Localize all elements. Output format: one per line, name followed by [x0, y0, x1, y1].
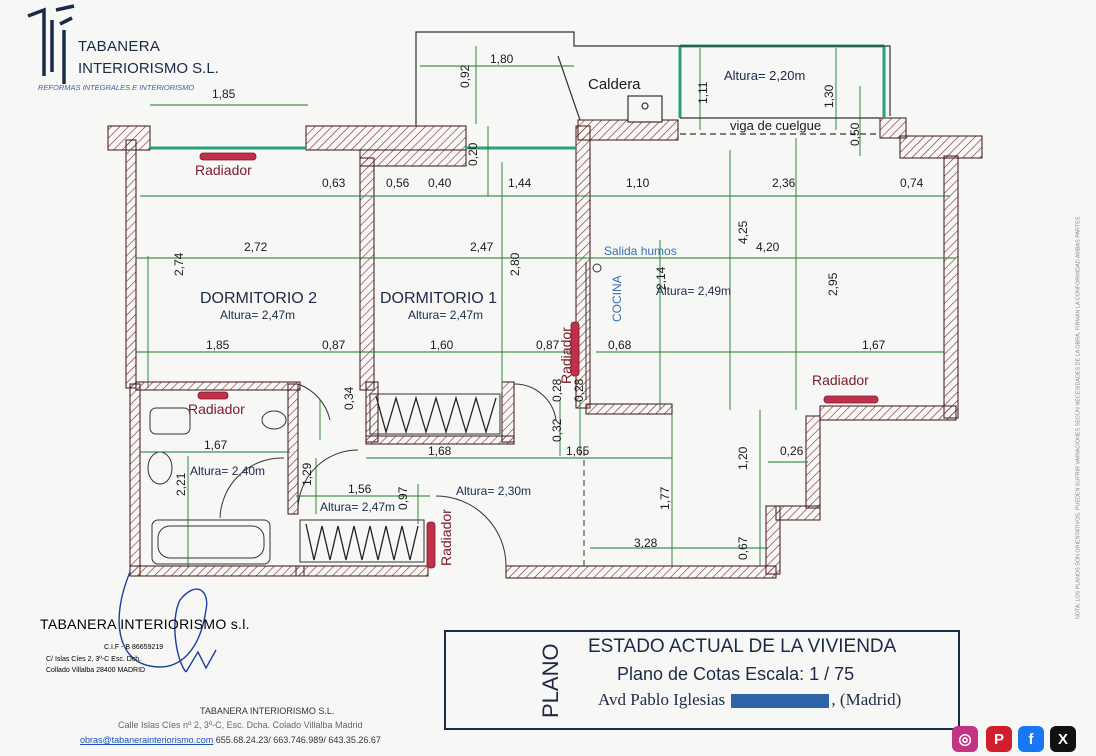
dimension-label: 0,34 — [342, 386, 356, 410]
dimension-label: 0,32 — [550, 418, 564, 442]
label-caldera: Caldera — [588, 76, 641, 93]
dimension-label: 0,97 — [396, 486, 410, 510]
dimension-label: 0,63 — [322, 176, 346, 190]
dimension-label: 0,50 — [848, 122, 862, 146]
dimension-label: 1,65 — [566, 444, 590, 458]
wardrobes — [305, 395, 497, 561]
stamp-address1: C/ Islas Cíes 2, 3º-C Esc. Dch. — [46, 656, 142, 663]
dimension-label: 1,67 — [204, 438, 228, 452]
dimension-label: 4,25 — [736, 220, 750, 244]
room-cocina-height: Altura= 2,49m — [656, 284, 732, 298]
title-block — [444, 630, 960, 730]
facebook-icon[interactable]: f — [1018, 726, 1044, 752]
terraza-height: Altura= 2,20m — [724, 68, 806, 83]
dimension-label: 2,72 — [244, 240, 268, 254]
dimension-label: 0,68 — [608, 338, 632, 352]
dimension-label: 2,80 — [508, 252, 522, 276]
dimension-lines — [136, 46, 956, 568]
dimension-label: 1,44 — [508, 176, 532, 190]
room-dormitorio2-height: Altura= 2,47m — [220, 308, 296, 322]
dimension-label: 0,26 — [780, 444, 804, 458]
label-viga: viga de cuelgue — [730, 118, 822, 133]
dimension-label: 0,56 — [386, 176, 410, 190]
svg-text:NOTA: LOS PLANOS SON ORIENTATI: NOTA: LOS PLANOS SON ORIENTATIVOS, PUEDE… — [1075, 216, 1082, 619]
dimension-label: 0,67 — [736, 536, 750, 560]
hall-height: Altura= 2,30m — [456, 484, 532, 498]
address-prefix: Avd Pablo Iglesias — [598, 690, 726, 709]
svg-text:PLANO: PLANO — [538, 643, 563, 718]
dimension-label: 0,20 — [466, 142, 480, 166]
dimension-label: 1,29 — [300, 462, 314, 486]
titleblock-subtitle: Plano de Cotas Escala: 1 / 75 — [617, 664, 855, 684]
company-logo-mark — [27, 4, 75, 84]
stamp-address2: Collado Villalba 28400 MADRID — [46, 667, 146, 674]
dimension-label: 1,30 — [822, 84, 836, 108]
company-name-line1: TABANERA — [78, 38, 161, 55]
dimension-label: 0,74 — [900, 176, 924, 190]
address-suffix: , (Madrid) — [831, 690, 902, 709]
room-cocina: COCINA — [610, 275, 624, 322]
titleblock-title: ESTADO ACTUAL DE LA VIVIENDA — [588, 636, 897, 657]
dimension-label: 1,60 — [430, 338, 454, 352]
dimension-label: 2,74 — [172, 252, 186, 276]
dimension-label: 4,20 — [756, 240, 780, 254]
dimension-label: 1,77 — [658, 486, 672, 510]
walls — [107, 117, 983, 579]
instagram-icon[interactable]: ◎ — [952, 726, 978, 752]
dimension-label: 2,14 — [654, 266, 668, 290]
dimension-label: 2,95 — [826, 272, 840, 296]
dimension-label: 1,56 — [348, 482, 372, 496]
radiator-label: Radiador — [438, 509, 454, 566]
footer-address: Calle Islas Cíes nº 2, 3º-C, Esc. Dcha. … — [118, 720, 363, 730]
radiator-label: Radiador — [812, 372, 869, 388]
dimension-label: 2,47 — [470, 240, 494, 254]
side-note: NOTA: LOS PLANOS SON ORIENTATIVOS, PUEDE… — [1075, 216, 1082, 619]
terrace-outline — [415, 31, 891, 135]
dimension-label: 0,28 — [550, 378, 564, 402]
dimension-label: 1,20 — [736, 446, 750, 470]
room-dormitorio1: DORMITORIO 1 — [380, 290, 498, 307]
signature — [118, 571, 217, 673]
bano-height: Altura= 2,40m — [190, 464, 266, 478]
radiator-label: Radiador — [558, 327, 574, 384]
room-dormitorio2: DORMITORIO 2 — [200, 290, 318, 307]
company-tagline: REFORMAS INTEGRALES E INTERIORISMO — [38, 83, 195, 92]
dimension-label: 1,67 — [862, 338, 886, 352]
dimension-label: 1,80 — [490, 52, 514, 66]
pinterest-icon[interactable]: P — [986, 726, 1012, 752]
x-icon[interactable]: X — [1050, 726, 1076, 752]
footer-phones: 655.68.24.23/ 663.746.989/ 643.35.26.67 — [215, 735, 381, 745]
dimension-label: 1,11 — [696, 81, 710, 104]
dimension-label: 0,40 — [428, 176, 452, 190]
dimension-label: 1,85 — [206, 338, 230, 352]
dimension-label: 1,68 — [428, 444, 452, 458]
footer-company: TABANERA INTERIORISMO S.L. — [200, 706, 335, 716]
dimension-label: 0,92 — [458, 64, 472, 88]
dimension-label: 1,85 — [212, 87, 236, 101]
footer-email-link[interactable]: obras@tabanerainteriorismo.com — [80, 735, 214, 745]
dimension-label: 0,28 — [572, 378, 586, 402]
stamp-cif: C.I.F - B 86659219 — [104, 644, 164, 651]
dimension-label: 0,87 — [536, 338, 560, 352]
titleblock-logo-box — [446, 632, 528, 724]
radiator-label: Radiador — [195, 162, 252, 178]
company-name-line2: INTERIORISMO S.L. — [78, 60, 219, 77]
dimension-label: 1,10 — [626, 176, 650, 190]
titleblock-plano-label: PLANO — [538, 643, 563, 718]
windows — [150, 44, 886, 150]
pasillo-height: Altura= 2,47m — [320, 500, 396, 514]
redacted-box — [731, 694, 830, 709]
titleblock-address: Avd Pablo Iglesias , (Madrid) — [598, 690, 901, 710]
dimension-label: 2,21 — [174, 472, 188, 496]
radiator-label: Radiador — [188, 401, 245, 417]
dimension-label: 3,28 — [634, 536, 658, 550]
dimension-label: 2,36 — [772, 176, 796, 190]
label-salida-humos: Salida humos — [604, 244, 677, 258]
stamp-company-name: TABANERA INTERIORISMO s.l. — [40, 616, 250, 632]
dimension-label: 0,87 — [322, 338, 346, 352]
room-dormitorio1-height: Altura= 2,47m — [408, 308, 484, 322]
radiators — [197, 152, 879, 569]
